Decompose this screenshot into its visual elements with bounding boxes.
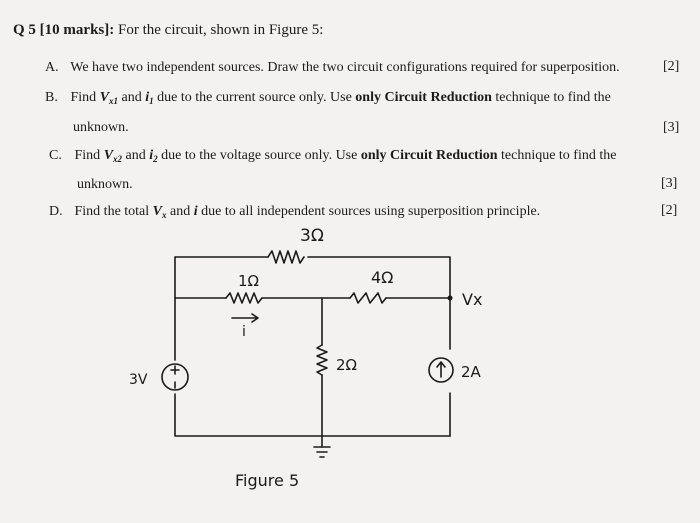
label-r-vert: 2Ω xyxy=(336,356,357,374)
resistor-2ohm xyxy=(316,344,328,376)
resistor-1ohm xyxy=(225,292,263,304)
var-i: i xyxy=(145,90,150,105)
var-vx: V xyxy=(152,204,163,219)
item-label: A. xyxy=(45,60,59,75)
label-i-src: 2A xyxy=(461,363,482,381)
question-intro: For the circuit, shown in Figure 5: xyxy=(118,22,324,38)
item-a: A. We have two independent sources. Draw… xyxy=(45,59,620,77)
item-label: D. xyxy=(49,204,63,219)
label-current: i xyxy=(242,324,246,340)
question-header: Q 5 [10 marks]: For the circuit, shown i… xyxy=(13,22,323,39)
var-vx-sub: x1 xyxy=(109,96,119,106)
item-text-mid: and xyxy=(118,90,146,105)
label-v-src: 3V xyxy=(129,372,148,388)
item-b-marks: [3] xyxy=(663,120,680,135)
label-r-top: 3Ω xyxy=(300,226,324,246)
var-vx: V xyxy=(103,148,114,163)
item-b-cont: unknown. xyxy=(73,120,129,135)
ground-symbol xyxy=(313,446,331,458)
item-text-pre: Find xyxy=(70,90,100,105)
item-text: We have two independent sources. Draw th… xyxy=(70,60,620,75)
wire-top-right xyxy=(307,256,451,350)
figure-caption: Figure 5 xyxy=(235,471,299,490)
item-a-marks: [2] xyxy=(663,59,680,74)
var-i: i xyxy=(149,148,154,163)
item-c-marks: [3] xyxy=(661,176,678,191)
label-r-mid: 4Ω xyxy=(371,268,393,287)
item-text-pre: Find the total xyxy=(74,204,153,219)
item-d-marks: [2] xyxy=(661,203,678,218)
item-text-post2: technique to find the xyxy=(497,148,617,163)
wire-left-lower xyxy=(174,393,451,437)
resistor-3ohm xyxy=(267,250,305,264)
item-text-post: due to the current source only. Use xyxy=(153,90,356,105)
var-i-sub: 2 xyxy=(153,154,158,164)
var-i-sub: 1 xyxy=(149,96,154,106)
item-text-mid: and xyxy=(122,148,150,163)
var-vx-sub: x2 xyxy=(113,154,123,164)
item-label: B. xyxy=(45,90,58,105)
source-arrow xyxy=(436,361,446,378)
item-text-post: due to the voltage source only. Use xyxy=(157,148,361,163)
question-number: Q 5 xyxy=(13,22,36,38)
var-vx-sub: x xyxy=(162,210,167,220)
item-text-post: due to all independent sources using sup… xyxy=(197,204,541,219)
vx-node-dot xyxy=(447,295,453,301)
voltage-source xyxy=(161,363,189,391)
item-text-bold: only Circuit Reduction xyxy=(355,90,492,105)
var-i: i xyxy=(193,204,198,219)
item-text-post2: technique to find the xyxy=(491,90,611,105)
item-c: C. Find Vx2 and i2 due to the voltage so… xyxy=(49,147,616,168)
resistor-4ohm xyxy=(349,292,387,304)
item-text-pre: Find xyxy=(74,148,104,163)
question-marks: [10 marks]: xyxy=(39,22,115,38)
item-text-bold: only Circuit Reduction xyxy=(360,148,498,163)
plus-sign xyxy=(170,365,180,375)
item-d: D. Find the total Vx and i due to all in… xyxy=(49,203,540,224)
label-vx: Vx xyxy=(462,290,482,309)
current-arrow xyxy=(231,313,259,323)
item-text-mid: and xyxy=(166,204,194,219)
item-b: B. Find Vx1 and i1 due to the current so… xyxy=(45,89,611,110)
var-vx: V xyxy=(99,90,110,105)
label-r-left: 1Ω xyxy=(238,272,259,290)
item-label: C. xyxy=(49,148,62,163)
current-source xyxy=(428,357,454,383)
item-c-cont: unknown. xyxy=(77,177,133,192)
